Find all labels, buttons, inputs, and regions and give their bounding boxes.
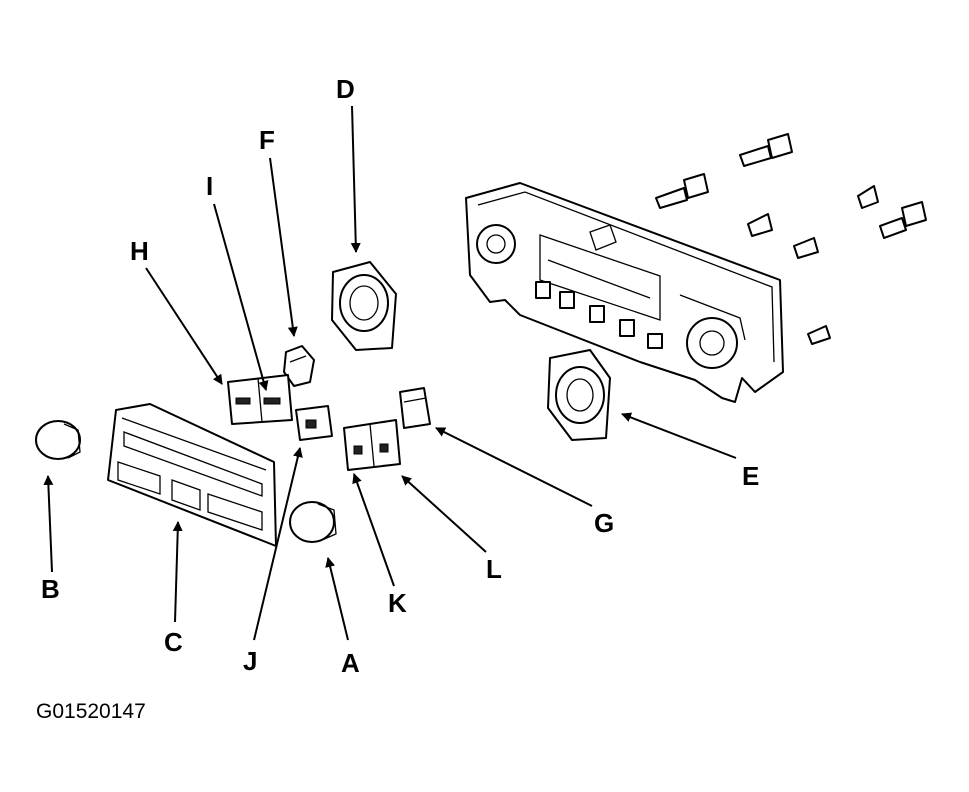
callout-d: D — [336, 74, 355, 104]
callout-k: K — [388, 588, 407, 618]
button-f — [283, 345, 315, 387]
callout-l: L — [486, 554, 502, 584]
leader-lines — [43, 105, 737, 641]
callout-c: C — [164, 627, 183, 657]
callout-labels: A B C D E F G H I J K L — [41, 74, 759, 678]
knob-bezel-e — [547, 349, 611, 441]
leader-h — [145, 267, 223, 385]
knob-a — [289, 501, 337, 543]
button-g — [399, 387, 431, 429]
callout-b: B — [41, 574, 60, 604]
screws — [655, 133, 927, 345]
leader-d — [350, 105, 361, 253]
leader-c — [172, 521, 183, 623]
callout-a: A — [341, 648, 360, 678]
button-j — [295, 405, 333, 441]
leader-j — [253, 447, 303, 641]
callout-g: G — [594, 508, 614, 538]
callout-e: E — [742, 461, 759, 491]
callout-h: H — [130, 236, 149, 266]
leader-g — [435, 427, 593, 507]
callout-i: I — [206, 171, 213, 201]
knob-b — [35, 420, 81, 460]
front-bezel-c — [107, 403, 277, 547]
leader-a — [325, 557, 349, 641]
control-head-housing — [465, 182, 784, 403]
leader-b — [43, 475, 54, 573]
leader-f — [269, 157, 298, 337]
callout-j: J — [243, 646, 257, 676]
knob-bezel-d — [331, 261, 397, 351]
button-pair-h-i — [227, 374, 293, 425]
leader-i — [213, 203, 269, 391]
callout-f: F — [259, 125, 275, 155]
figure-id: G01520147 — [36, 700, 146, 723]
leader-l — [401, 475, 487, 553]
button-pair-k-l — [343, 419, 401, 471]
leader-k — [352, 473, 395, 587]
leader-e — [621, 412, 737, 459]
